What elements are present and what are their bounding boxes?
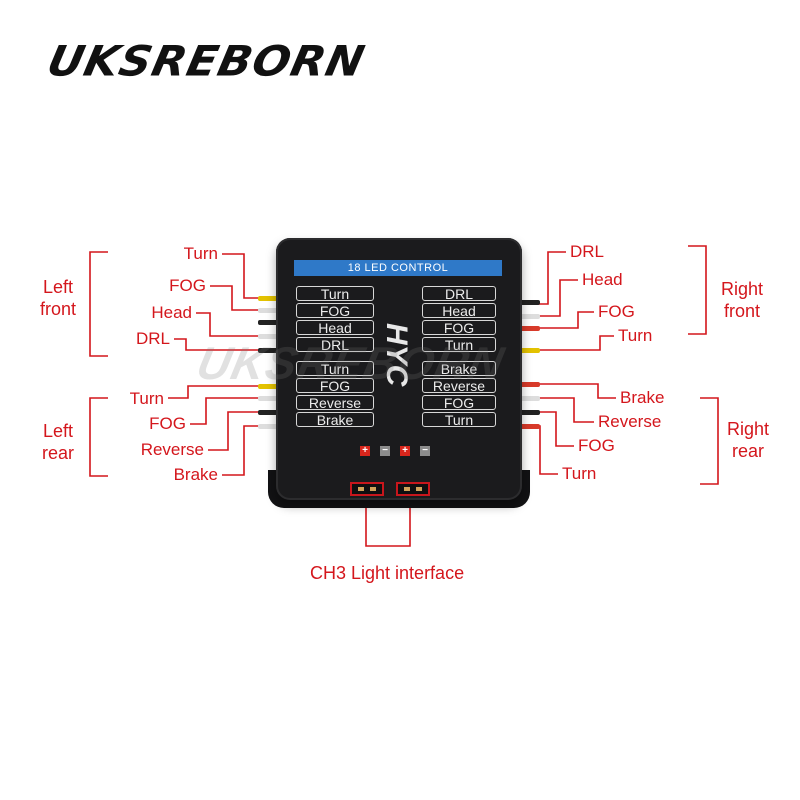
label-right-rear-turn: Turn (562, 464, 597, 483)
group-left-rear-line1: Left (42, 421, 74, 441)
channel-right-7: FOG (422, 395, 496, 411)
ch3-port-left (350, 482, 384, 496)
channel-right-4: Turn (422, 337, 496, 353)
wire-right-8 (518, 424, 540, 429)
wire-left-9 (258, 424, 280, 429)
channel-right-1: DRL (422, 286, 496, 302)
label-left-front-turn: Turn (183, 244, 218, 263)
watermark: UKSREBORN (192, 337, 509, 389)
group-right-front: Right front (712, 278, 772, 322)
led-controller-body (276, 238, 522, 500)
group-right-front-line2: front (723, 301, 761, 321)
leader-right-rear-reverse (530, 397, 594, 423)
leader-left-rear-brake (222, 425, 268, 476)
label-left-rear-fog: FOG (149, 414, 186, 433)
label-right-rear-reverse: Reverse (598, 412, 662, 431)
wire-left-7 (258, 396, 280, 401)
leader-right-front-turn (530, 335, 614, 351)
pad-plus-1: + (360, 446, 370, 456)
device-title: 18 LED CONTROL (294, 260, 502, 276)
wire-left-8 (258, 410, 280, 415)
channel-right-8: Turn (422, 412, 496, 428)
group-left-rear: Left rear (28, 420, 88, 464)
label-right-front-drl: DRL (570, 242, 605, 261)
leader-right-rear-turn (530, 425, 558, 475)
label-left-front-drl: DRL (135, 329, 170, 348)
hobby-logo-mark: HYC (380, 323, 413, 387)
leader-left-rear-reverse (208, 411, 268, 451)
group-right-rear: Right rear (718, 418, 778, 462)
leader-right-rear-fog (530, 411, 574, 447)
wire-left-1 (258, 296, 280, 301)
bracket-left-rear (89, 397, 108, 477)
wire-left-5 (258, 348, 280, 353)
ch3-port-right (396, 482, 430, 496)
wire-right-1 (518, 300, 540, 305)
label-right-rear-brake: Brake (620, 388, 665, 407)
label-left-rear-brake: Brake (173, 465, 218, 484)
channel-left-7: Reverse (296, 395, 374, 411)
channel-left-8: Brake (296, 412, 374, 428)
wire-right-3 (518, 326, 540, 331)
channel-right-3: FOG (422, 320, 496, 336)
label-right-front-fog: FOG (598, 302, 635, 321)
label-right-front-head: Head (582, 270, 623, 289)
label-left-front-fog: FOG (169, 276, 206, 295)
group-left-front-line2: front (39, 299, 77, 319)
channel-left-5: Turn (296, 361, 374, 377)
label-left-rear-reverse: Reverse (140, 440, 204, 459)
pad-minus-2: − (420, 446, 430, 456)
wire-left-4 (258, 334, 280, 339)
group-left-front-line1: Left (42, 277, 74, 297)
channel-right-5: Brake (422, 361, 496, 377)
wire-left-6 (258, 384, 280, 389)
channel-left-2: FOG (296, 303, 374, 319)
label-left-front-head: Head (151, 303, 192, 322)
leader-left-front-fog (210, 285, 268, 311)
label-left-rear-turn: Turn (129, 389, 164, 408)
pad-minus-1: − (380, 446, 390, 456)
channel-left-6: FOG (296, 378, 374, 394)
wire-right-7 (518, 410, 540, 415)
group-right-rear-line2: rear (731, 441, 764, 461)
leader-left-front-head (196, 312, 268, 337)
label-right-front-turn: Turn (618, 326, 653, 345)
wire-right-5 (518, 382, 540, 387)
leader-left-rear-fog (190, 397, 268, 425)
label-right-rear-fog: FOG (578, 436, 615, 455)
group-right-rear-line1: Right (726, 419, 770, 439)
channel-right-6: Reverse (422, 378, 496, 394)
wire-right-2 (518, 314, 540, 319)
pad-plus-2: + (400, 446, 410, 456)
leader-ch3-bracket (365, 498, 411, 547)
bracket-left-front (89, 251, 108, 357)
channel-left-3: Head (296, 320, 374, 336)
wire-left-2 (258, 308, 280, 313)
group-right-front-line1: Right (720, 279, 764, 299)
wire-right-4 (518, 348, 540, 353)
wire-right-6 (518, 396, 540, 401)
wire-left-3 (258, 320, 280, 325)
channel-right-2: Head (422, 303, 496, 319)
bracket-right-front (688, 245, 707, 335)
leader-right-front-head (530, 279, 578, 317)
ch3-interface-label: CH3 Light interface (310, 563, 465, 583)
leader-right-front-fog (530, 311, 594, 329)
channel-left-1: Turn (296, 286, 374, 302)
channel-left-4: DRL (296, 337, 374, 353)
leader-right-rear-brake (530, 383, 616, 399)
group-left-front: Left front (28, 276, 88, 320)
bracket-right-rear (700, 397, 719, 485)
leader-left-front-turn (222, 253, 268, 299)
leader-left-rear-turn (168, 385, 268, 399)
leader-left-front-drl (174, 338, 268, 351)
group-left-rear-line2: rear (41, 443, 74, 463)
